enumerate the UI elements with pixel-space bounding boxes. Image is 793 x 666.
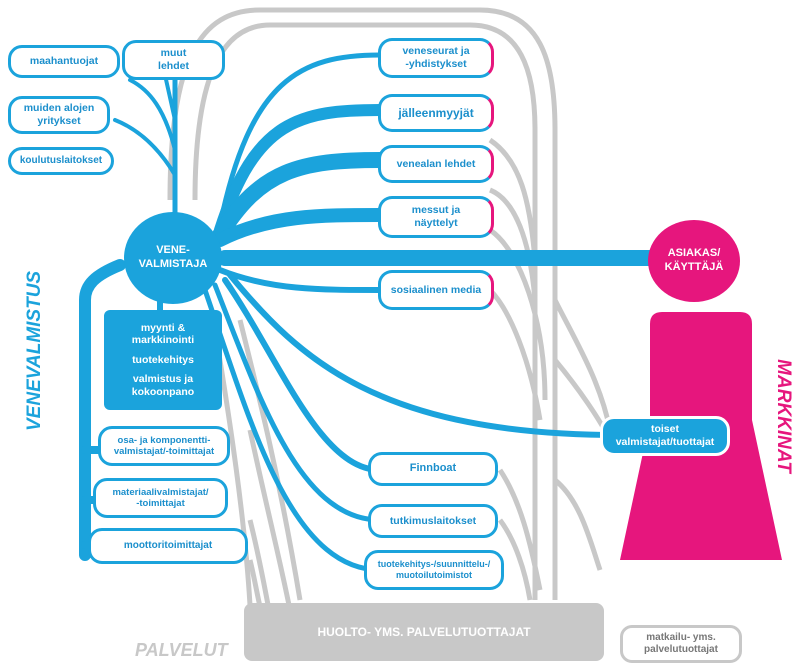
function-valmistus: valmistus ja kokoonpano [131, 373, 195, 398]
box-finnboat: Finnboat [368, 452, 498, 486]
box-tutkimuslaitokset: tutkimuslaitokset [368, 504, 498, 538]
box-tuotekehitystoimistot: tuotekehitys-/suunnittelu-/ muotoilutoim… [364, 550, 504, 590]
box-koulutuslaitokset: koulutuslaitokset [8, 147, 114, 175]
box-veneseurat: veneseurat ja -yhdistykset [378, 38, 494, 78]
box-jalleenmyyjat: jälleenmyyjät [378, 94, 494, 132]
box-moottoritoimittajat: moottoritoimittajat [88, 528, 248, 564]
circle-venevalmistaja: VENE- VALMISTAJA [124, 212, 222, 304]
label-markkinat: MARKKINAT [773, 359, 793, 473]
box-sosiaalinen-media: sosiaalinen media [378, 270, 494, 310]
circle-asiakas-kayttaja: ASIAKAS/ KÄYTTÄJÄ [648, 220, 740, 302]
box-messut-nayttelyt: messut ja näyttelyt [378, 196, 494, 238]
box-venealan-lehdet: venealan lehdet [378, 145, 494, 183]
function-myynti: myynti & markkinointi [131, 321, 195, 347]
box-osa-komponentti: osa- ja komponentti- valmistajat/-toimit… [98, 426, 230, 466]
label-venevalmistus: VENEVALMISTUS [24, 270, 45, 431]
function-tuotekehitys: tuotekehitys [132, 353, 194, 366]
box-materiaali: materiaalivalmistajat/ -toimittajat [93, 478, 228, 518]
internal-functions-block: myynti & markkinointi tuotekehitys valmi… [104, 310, 222, 410]
box-muut-lehdet: muut lehdet [122, 40, 225, 80]
box-matkailu: matkailu- yms. palvelutuottajat [620, 625, 742, 663]
box-muiden-alojen-yritykset: muiden alojen yritykset [8, 96, 110, 134]
label-palvelut: PALVELUT [135, 640, 228, 660]
box-toiset-valmistajat: toiset valmistajat/tuottajat [600, 416, 730, 456]
box-huolto-palvelutuottajat: HUOLTO- YMS. PALVELUTUOTTAJAT [244, 603, 604, 661]
box-maahantuojat: maahantuojat [8, 45, 120, 78]
blue-connection-lines [79, 52, 668, 573]
